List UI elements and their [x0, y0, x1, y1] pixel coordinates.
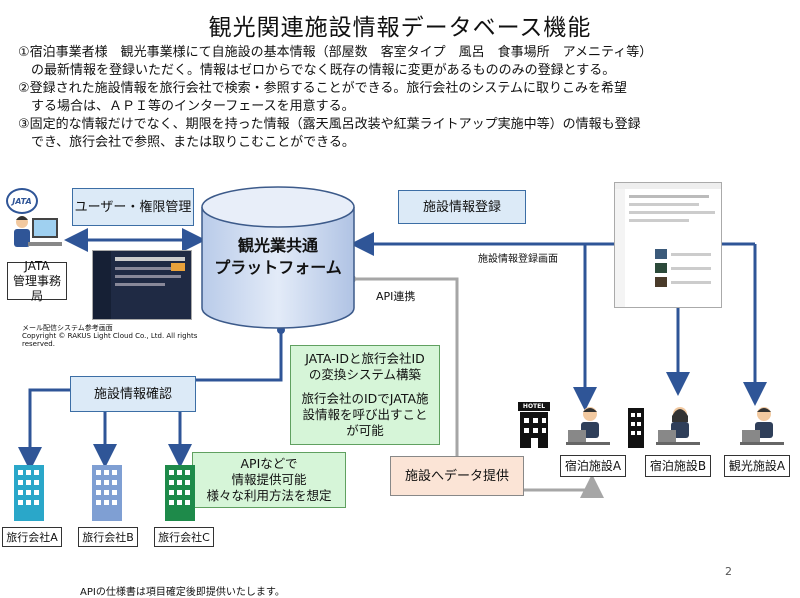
id-conversion-line: 設情報を呼び出すこと — [302, 407, 428, 422]
api-methods-line: 情報提供可能 — [231, 472, 307, 487]
api-methods-box: APIなどで 情報提供可能 様々な利用方法を想定 — [192, 452, 346, 508]
facility-label: 観光施設A — [724, 455, 790, 477]
registration-screenshot — [614, 182, 722, 308]
user-admin-box: ユーザー・権限管理 — [72, 188, 194, 226]
agency-path-a — [18, 388, 70, 471]
footnote: APIの仕様書は項目確定後即提供いたします。 — [80, 587, 285, 598]
page-number: 2 — [725, 565, 732, 578]
person-at-computer-icon — [14, 216, 62, 247]
facility-check-box: 施設情報確認 — [70, 376, 196, 412]
id-conversion-line: の変換システム構築 — [308, 367, 422, 382]
mail-caption: メール配信システム参考画面 Copyright © RAKUS Light Cl… — [22, 324, 198, 348]
id-conversion-line: 旅行会社のIDでJATA施 — [301, 391, 429, 406]
bullet-line: ②登録された施設情報を旅行会社で検索・参照することができる。旅行会社のシステムに… — [18, 81, 628, 96]
staff-at-laptop-icon — [740, 407, 784, 445]
id-conversion-line: JATA-IDと旅行会社ID — [305, 351, 425, 366]
platform-label-line: 観光業共通 — [237, 236, 318, 255]
check-path — [195, 330, 283, 382]
hotel-sign: HOTEL — [518, 402, 550, 411]
database-icon — [201, 186, 355, 329]
jata-office-label: JATA — [24, 258, 50, 273]
agency-building-icon — [165, 465, 195, 521]
id-conversion-box: JATA-IDと旅行会社ID の変換システム構築 旅行会社のIDでJATA施 設… — [290, 345, 440, 445]
staff-at-laptop-icon — [566, 407, 610, 445]
building-icon — [628, 408, 644, 448]
agency-building-icon — [14, 465, 44, 521]
data-provision-box: 施設へデータ提供 — [390, 456, 524, 496]
api-methods-line: APIなどで — [240, 456, 298, 471]
agency-label: 旅行会社A — [2, 527, 62, 547]
facility-label: 宿泊施設B — [645, 455, 711, 477]
registration-screen-label: 施設情報登録画面 — [478, 254, 558, 265]
agency-label: 旅行会社B — [78, 527, 138, 547]
jata-office-box: JATA 管理事務局 — [7, 258, 67, 303]
bullet-line: ①宿泊事業者様 観光事業様にて自施設の基本情報（部屋数 客室タイプ 風呂 食事場… — [18, 45, 653, 60]
hotel-building-icon — [520, 412, 548, 448]
staff-at-laptop-icon — [656, 407, 700, 445]
jata-office-label: 管理事務局 — [12, 273, 61, 303]
description: ①宿泊事業者様 観光事業様にて自施設の基本情報（部屋数 客室タイプ 風呂 食事場… — [18, 44, 793, 152]
bullet-line: でき、旅行会社で参照、または取りこむことができる。 — [18, 135, 355, 150]
agency-label: 旅行会社C — [154, 527, 214, 547]
mail-system-screenshot — [92, 250, 192, 320]
facility-registration-box: 施設情報登録 — [398, 190, 526, 224]
bullet-line: する場合は、ＡＰＩ等のインターフェースを用意する。 — [18, 99, 355, 114]
page-title: 観光関連施設情報データベース機能 — [208, 15, 592, 41]
facility-label: 宿泊施設A — [560, 455, 626, 477]
bullet-line: ③固定的な情報だけでなく、期限を持った情報（露天風呂改装や紅葉ライトアップ実施中… — [18, 117, 641, 132]
platform-label: 観光業共通 プラットフォーム — [200, 235, 356, 279]
id-conversion-line: が可能 — [346, 423, 384, 438]
bullet-line: の最新情報を登録いただく。情報はゼロからでなく既存の情報に変更があるもののみの登… — [18, 63, 616, 78]
platform-label-line: プラットフォーム — [214, 258, 342, 277]
jata-logo: JATA — [6, 188, 38, 214]
api-methods-line: 様々な利用方法を想定 — [206, 488, 332, 503]
agency-building-icon — [92, 465, 122, 521]
api-link-label: API連携 — [376, 290, 416, 303]
